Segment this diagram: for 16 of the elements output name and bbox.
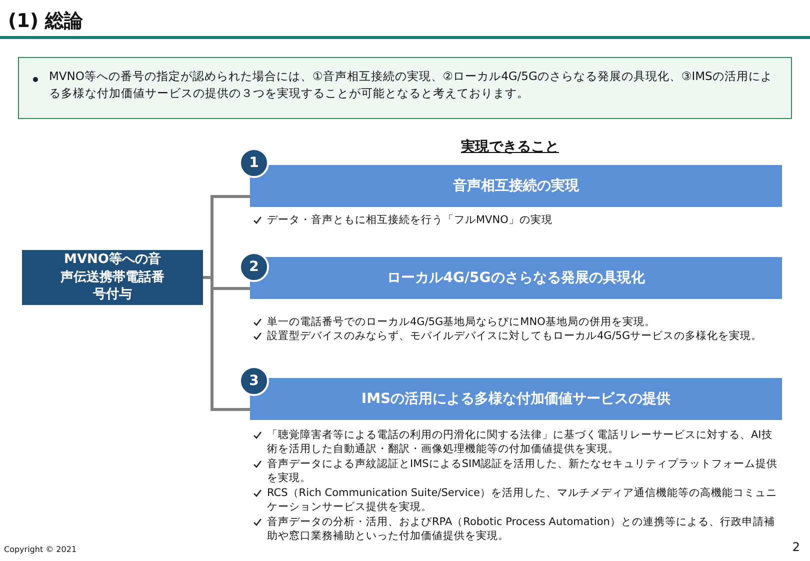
checklist-item: 設置型デバイスのみならず、モバイルデバイスに対してもローカル4G/5Gサービスの多様化を実現。 bbox=[267, 329, 762, 344]
checklist-item: 音声データによる声紋認証とIMSによるSIM認証を活用した、新たなセキュリティプラットフォーム提供を実現。 bbox=[267, 456, 779, 486]
checklist-item: 「聴覚障害者等による電話の利用の円滑化に関する法律」に基づく電話リレーサービスに対する、AI技術を活用した自動通訳・翻訳・画像処理機能等の付加価値提供を実現。 bbox=[267, 428, 774, 457]
number-circle: 2 bbox=[239, 252, 269, 282]
source-box: MVNO等への音声伝送携帯電話番号付与 bbox=[22, 250, 203, 305]
page-title: (1) 総論 bbox=[8, 9, 84, 34]
checklist-item: 単一の電話番号でのローカル4G/5G基地局ならびにMNO基地局の併用を実現。 bbox=[267, 315, 656, 330]
checklist-item: 音声データの分析・活用、およびRPA（Robotic Process Automation）との連携等による、行政申請補助や窓口業務補助といった付加価値提供を実現。 bbox=[267, 514, 776, 544]
number-circle: 1 bbox=[239, 148, 269, 178]
checklist-item: RCS（Rich Communication Suite/Service）を活用した、マルチメディア通信機能等の高機能コミュニケーションサービス提供を実現。 bbox=[267, 486, 778, 515]
note-text: MVNO等への番号の指定が認められた場合には、①音声相互接続の実現、②ローカル4G/5Gのさらなる発展の具現化、③IMSの活用による多様な付加価値サービスの提供の３つを実現することが可能となると考えております。 bbox=[49, 68, 774, 102]
number-circle: 3 bbox=[239, 366, 269, 396]
page-number: 2 bbox=[791, 540, 800, 554]
copyright-text: Copyright © 2021 bbox=[4, 545, 78, 554]
checklist-item: データ・音声ともに相互接続を行う「フルMVNO」の実現 bbox=[267, 213, 552, 228]
section-heading: 実現できること bbox=[460, 138, 560, 156]
